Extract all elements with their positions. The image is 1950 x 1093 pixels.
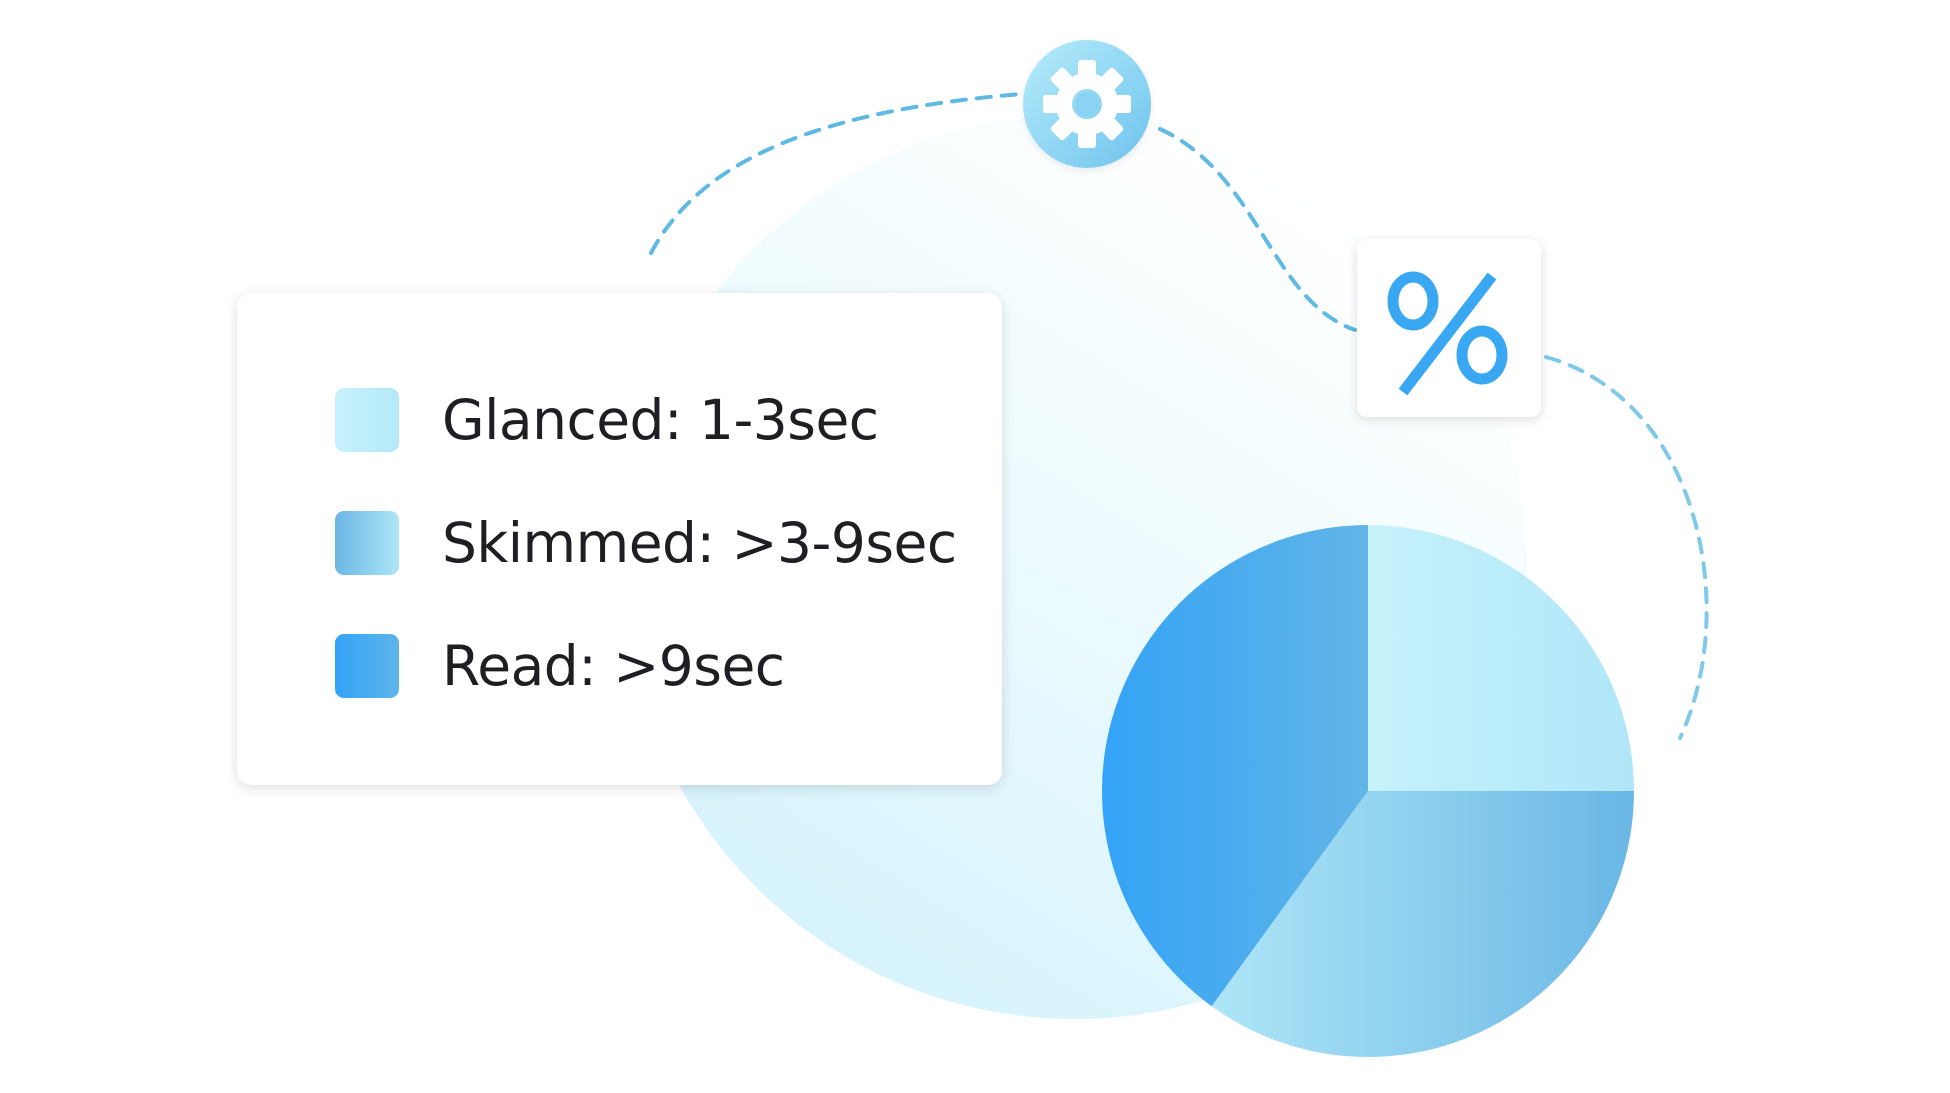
dashed-connector-middle <box>1158 127 1357 332</box>
gear-badge <box>1023 40 1151 168</box>
percent-icon <box>1387 271 1508 396</box>
legend-label-skimmed: Skimmed: >3-9sec <box>442 511 957 575</box>
percent-badge <box>1357 239 1541 417</box>
legend-swatch-skimmed <box>335 511 399 575</box>
legend-label-glanced: Glanced: 1-3sec <box>442 388 879 452</box>
dashed-connector-right <box>1544 355 1709 740</box>
legend-card: Glanced: 1-3sec Skimmed: >3-9sec Read: >… <box>237 293 1002 785</box>
gear-icon <box>1043 60 1131 148</box>
pie-slice-read <box>1101 525 1368 1007</box>
legend-swatch-glanced <box>335 388 399 452</box>
legend-item-read: Read: >9sec <box>335 633 785 699</box>
pie-chart-svg <box>1101 525 1634 1058</box>
legend-item-skimmed: Skimmed: >3-9sec <box>335 510 957 576</box>
pie-chart <box>1100 523 1636 1059</box>
legend-item-glanced: Glanced: 1-3sec <box>335 387 879 453</box>
pie-slice-skimmed <box>1211 791 1634 1058</box>
legend-swatch-read <box>335 634 399 698</box>
pie-slice-glanced <box>1368 525 1634 791</box>
legend-label-read: Read: >9sec <box>442 634 785 698</box>
